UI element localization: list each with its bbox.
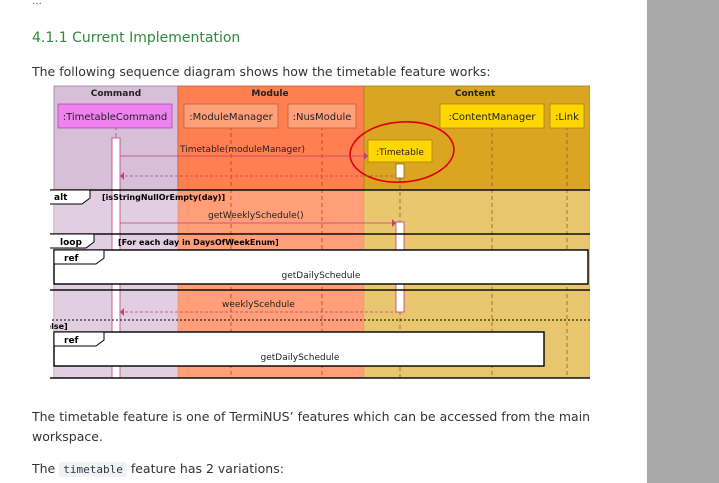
alt-fragment-guard: [isStringNullOrEmpty(day)]: [102, 193, 225, 202]
ref-else-message: getDailySchedule: [261, 353, 340, 363]
document-page: … 4.1.1 Current Implementation The follo…: [32, 0, 591, 480]
variations-paragraph: The timetable feature has 2 variations:: [32, 459, 284, 480]
message-create-label: Timetable(moduleManager): [179, 145, 305, 155]
activation-timetable-create: [395, 163, 405, 179]
participant-link-label: :Link: [555, 112, 579, 123]
timetable-code-span: timetable: [59, 462, 127, 477]
ref-daily-schedule-else: [53, 331, 545, 367]
variations-text-before: The: [32, 461, 60, 476]
side-gray-panel: [647, 0, 719, 483]
cutoff-text-fragment: …: [32, 0, 42, 7]
participant-content-manager: [439, 103, 545, 129]
ref-else-label: ref: [64, 336, 79, 346]
message-get-weekly-label: getWeeklySchedule(): [208, 211, 304, 221]
variations-text-after: feature has 2 variations:: [126, 461, 284, 476]
participant-timetable-label: :Timetable: [376, 148, 424, 158]
participant-timetable-command: [57, 103, 173, 129]
alt-fragment-label: alt: [54, 193, 68, 203]
participant-timetable: [367, 139, 433, 163]
alt-fragment: [50, 189, 590, 379]
participant-link: [549, 103, 585, 129]
participant-module-manager: [183, 103, 279, 129]
participant-module-manager-label: :ModuleManager: [189, 112, 273, 123]
loop-fragment-guard: [For each day in DaysOfWeekEnum]: [118, 238, 279, 247]
loop-fragment: [50, 233, 590, 291]
return-weekly-label: weeklyScehdule: [222, 300, 295, 310]
ref-loop-label: ref: [64, 254, 79, 264]
feature-description-paragraph: The timetable feature is one of TermiNUS…: [32, 409, 591, 444]
module-box-title: Module: [251, 89, 288, 99]
participant-nus-module-label: :NusModule: [293, 112, 352, 123]
intro-paragraph: The following sequence diagram shows how…: [32, 64, 491, 79]
participant-timetable-command-label: :TimetableCommand: [63, 112, 168, 123]
content-box-title: Content: [455, 89, 496, 99]
sequence-diagram: Command Module Content :TimetableCommand…: [50, 85, 590, 379]
command-box-title: Command: [91, 89, 141, 99]
loop-fragment-label: loop: [60, 238, 82, 248]
ref-daily-schedule-loop: [53, 249, 589, 285]
ref-loop-message: getDailySchedule: [282, 271, 361, 281]
participant-nus-module: [287, 103, 357, 129]
participant-content-manager-label: :ContentManager: [449, 112, 537, 123]
section-heading: 4.1.1 Current Implementation: [32, 30, 241, 46]
